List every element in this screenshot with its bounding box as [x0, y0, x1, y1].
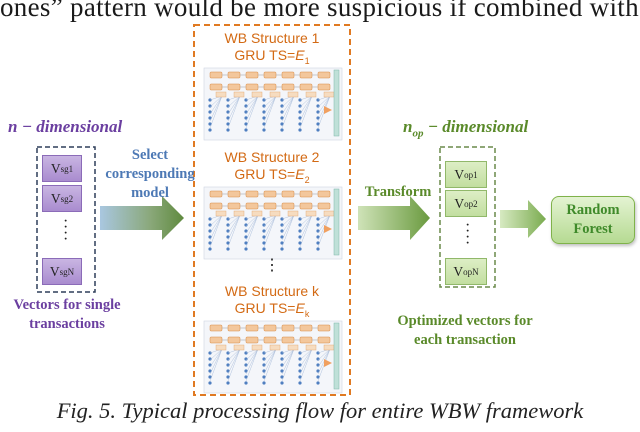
gru-cell	[245, 324, 259, 332]
gru-cell	[317, 190, 331, 198]
gru-cell	[245, 336, 259, 344]
gru-cell	[281, 202, 295, 210]
select-arrow	[100, 196, 184, 240]
transform-arrow	[358, 196, 430, 240]
gru-network-2	[203, 186, 343, 260]
gru-cell	[245, 71, 259, 79]
gru-cell	[245, 190, 259, 198]
gru-cell	[227, 324, 241, 332]
gru-cell	[209, 83, 223, 91]
gru-network-3	[203, 320, 343, 394]
gru-cell	[299, 336, 313, 344]
gru-cell	[209, 190, 223, 198]
vertical-dots: ····	[465, 217, 471, 252]
gru-cell	[209, 71, 223, 79]
header-text: ones” pattern would be more suspicious i…	[0, 0, 639, 22]
middle-ellipsis: ⋮	[264, 257, 280, 274]
gru-cell	[263, 336, 277, 344]
right-dimension-label: nop − dimensional	[403, 117, 529, 140]
gru-cell	[281, 336, 295, 344]
gru-cell	[281, 190, 295, 198]
gru-cell	[227, 202, 241, 210]
gru-cell	[209, 202, 223, 210]
gru-cell	[299, 202, 313, 210]
gru-cell	[281, 324, 295, 332]
wb-structure-k-title: WB Structure k GRU TS=Ek	[224, 283, 320, 319]
gru-cell	[299, 190, 313, 198]
select-label: Select corresponding model	[105, 147, 195, 201]
gru-cell	[299, 71, 313, 79]
gru-cell	[317, 71, 331, 79]
gru-cell	[263, 83, 277, 91]
gru-cell	[299, 83, 313, 91]
gru-cell	[263, 190, 277, 198]
left-vector-caption: Vectors for single transactions	[13, 297, 121, 332]
wb-structure-1-title: WB Structure 1 GRU TS=E1	[224, 30, 320, 66]
left-dimension-label: n − dimensional	[8, 117, 123, 136]
random-forest-box: Random Forest	[551, 196, 635, 244]
vertical-dots: ····	[63, 213, 69, 248]
model-container	[193, 24, 351, 396]
left-vector-box	[36, 146, 96, 293]
gru-cell	[317, 83, 331, 91]
wb-structure-2-title: WB Structure 2 GRU TS=E2	[224, 149, 320, 185]
figure-caption: Fig. 5. Typical processing flow for enti…	[56, 398, 584, 423]
gru-cell	[281, 83, 295, 91]
gru-cell	[317, 336, 331, 344]
gru-cell	[263, 71, 277, 79]
gru-cell	[299, 324, 313, 332]
gru-cell	[227, 71, 241, 79]
gru-cell	[263, 202, 277, 210]
gru-cell	[227, 336, 241, 344]
gru-cell	[245, 83, 259, 91]
gru-cell	[227, 190, 241, 198]
right-vector-caption: Optimized vectors for each transaction	[397, 313, 533, 348]
gru-cell	[245, 202, 259, 210]
gru-cell	[263, 324, 277, 332]
gru-cell	[209, 336, 223, 344]
gru-cell	[227, 83, 241, 91]
gru-cell	[317, 324, 331, 332]
gru-cell	[209, 324, 223, 332]
transform-label: Transform	[364, 184, 432, 200]
right-vector-box	[439, 146, 496, 288]
gru-cell	[281, 71, 295, 79]
gru-cell	[317, 202, 331, 210]
gru-network-1	[203, 67, 343, 141]
classifier-arrow	[500, 200, 546, 238]
